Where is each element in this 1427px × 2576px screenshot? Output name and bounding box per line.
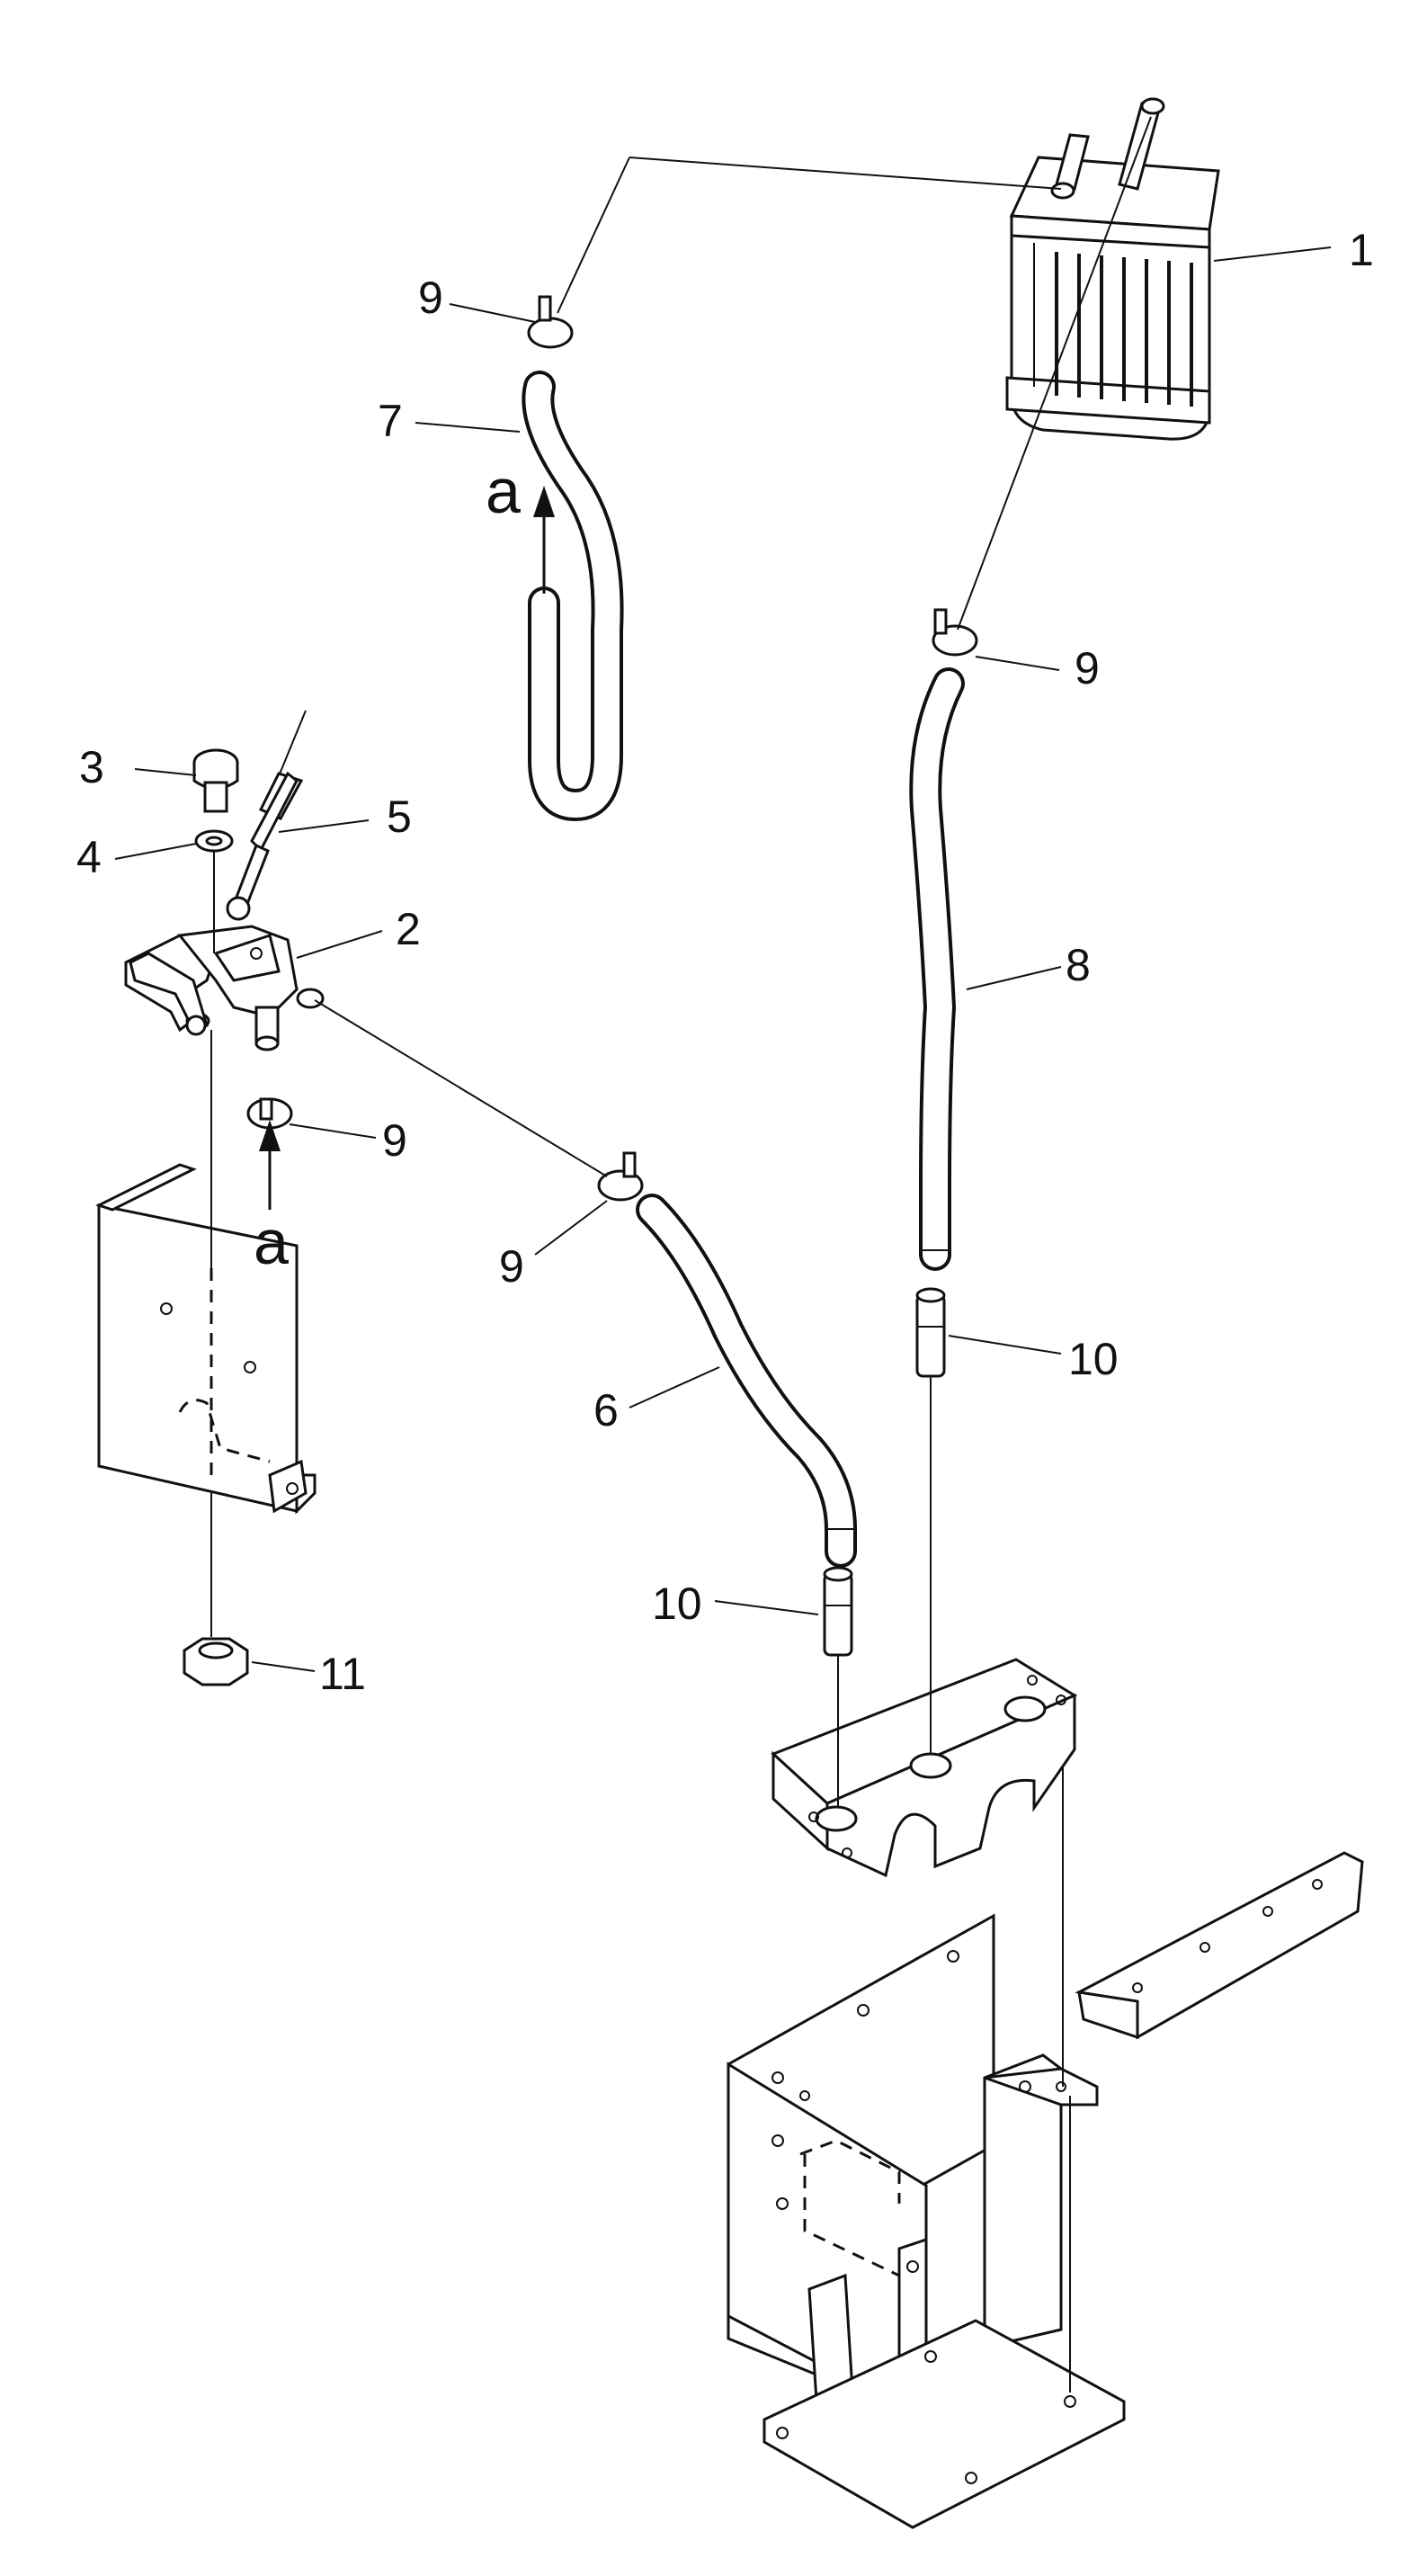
label-part-10-right: 10 bbox=[1068, 1334, 1119, 1384]
clamp-part-9-top bbox=[527, 295, 574, 349]
label-part-2: 2 bbox=[396, 904, 421, 954]
label-part-9-valve: 9 bbox=[382, 1115, 407, 1166]
label-part-1: 1 bbox=[1349, 225, 1374, 275]
hose-part-6 bbox=[636, 1194, 857, 1568]
nut-part-11 bbox=[183, 1637, 249, 1686]
hose-part-8 bbox=[909, 667, 965, 1271]
main-stand bbox=[727, 1913, 1126, 2529]
nipple-part-10-right bbox=[915, 1287, 946, 1378]
flow-arrow-top bbox=[533, 486, 555, 594]
label-part-7: 7 bbox=[378, 396, 403, 446]
hose-part-7 bbox=[522, 371, 624, 821]
part-labels: 1 2 3 4 5 6 7 8 9 9 9 9 10 10 11 a a bbox=[76, 225, 1374, 1699]
label-arrow-a-top: a bbox=[486, 456, 521, 526]
clamp-part-9-middle bbox=[597, 1151, 644, 1202]
heater-core-part-1 bbox=[1005, 97, 1220, 441]
side-rail bbox=[1075, 1851, 1364, 2040]
nipple-part-10-left bbox=[823, 1566, 853, 1657]
bolt-part-3 bbox=[192, 748, 239, 813]
washer-part-4 bbox=[194, 829, 234, 853]
label-part-11: 11 bbox=[319, 1649, 366, 1699]
label-leaders bbox=[114, 246, 1332, 1672]
clamp-part-9-right bbox=[932, 608, 978, 657]
label-part-5: 5 bbox=[387, 792, 412, 842]
label-part-9-right: 9 bbox=[1075, 643, 1100, 693]
label-part-3: 3 bbox=[79, 742, 104, 792]
label-part-8: 8 bbox=[1066, 940, 1091, 990]
connection-lines bbox=[210, 116, 1152, 2393]
valve-bracket bbox=[95, 1163, 317, 1515]
label-part-9-middle: 9 bbox=[499, 1241, 524, 1292]
cable-part-5 bbox=[226, 710, 307, 921]
nipple-mount-plate bbox=[771, 1658, 1078, 1878]
label-part-9-top: 9 bbox=[418, 273, 443, 323]
label-part-6: 6 bbox=[593, 1385, 619, 1436]
label-arrow-a-bottom: a bbox=[254, 1207, 289, 1277]
valve-mount-plate bbox=[129, 952, 209, 1036]
label-part-4: 4 bbox=[76, 832, 102, 882]
label-part-10-left: 10 bbox=[652, 1579, 702, 1629]
flow-arrow-bottom bbox=[259, 1120, 281, 1210]
